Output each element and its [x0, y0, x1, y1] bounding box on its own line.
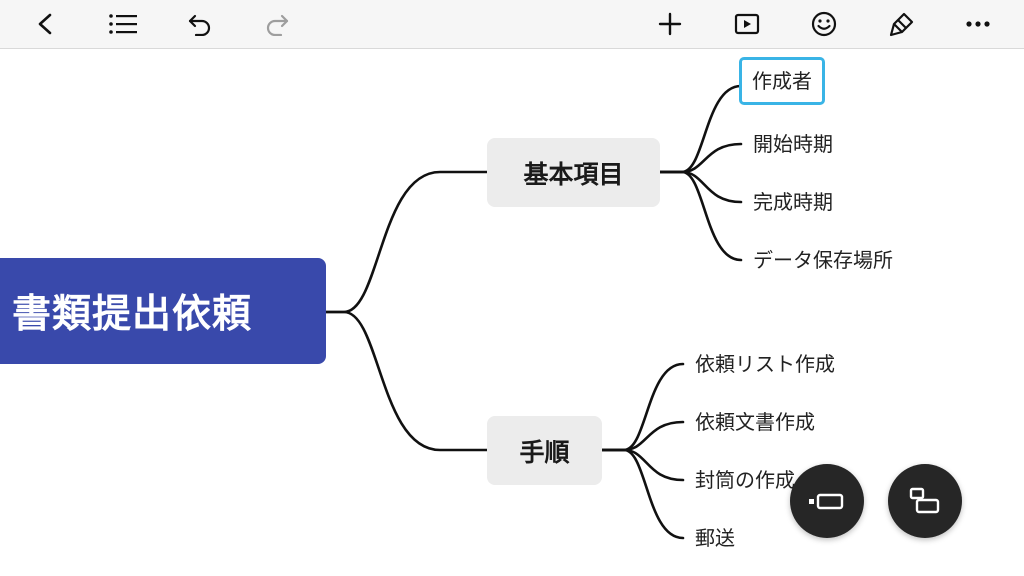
add-child-topic-button[interactable]: [888, 464, 962, 538]
more-icon: [966, 21, 990, 27]
emoji-button[interactable]: [806, 6, 842, 42]
top-toolbar: [0, 0, 1024, 49]
redo-icon: [266, 14, 289, 36]
present-icon: [734, 13, 760, 35]
subtopic-author-selected[interactable]: 作成者: [739, 57, 825, 105]
redo-button[interactable]: [259, 6, 295, 42]
outline-list-icon: [109, 14, 137, 34]
add-sibling-icon: [809, 493, 844, 510]
subtopic-completion-period[interactable]: 完成時期: [753, 190, 833, 214]
style-brush-icon: [889, 12, 914, 37]
outline-button[interactable]: [105, 6, 141, 42]
mindmap-canvas[interactable]: 書類提出依頼 基本項目 手順 作成者 開始時期 完成時期 データ保存場所 依頼リ…: [0, 50, 1024, 576]
add-button[interactable]: [652, 6, 688, 42]
subtopic-data-storage[interactable]: データ保存場所: [753, 248, 893, 272]
undo-button[interactable]: [182, 6, 218, 42]
root-topic[interactable]: 書類提出依頼: [0, 258, 326, 364]
connector-lines: [324, 84, 743, 540]
subtopic-mailing[interactable]: 郵送: [695, 526, 735, 550]
back-button[interactable]: [28, 6, 64, 42]
style-button[interactable]: [884, 6, 920, 42]
emoji-icon: [811, 11, 837, 37]
more-button[interactable]: [960, 6, 996, 42]
add-child-icon: [909, 487, 940, 514]
add-icon: [658, 12, 682, 36]
present-button[interactable]: [729, 6, 765, 42]
back-icon: [38, 13, 52, 35]
subtopic-request-list[interactable]: 依頼リスト作成: [695, 352, 835, 376]
subtopic-envelope[interactable]: 封筒の作成: [695, 468, 795, 492]
undo-icon: [188, 14, 211, 36]
add-sibling-topic-button[interactable]: [790, 464, 864, 538]
subtopic-start-period[interactable]: 開始時期: [753, 132, 833, 156]
branch-topic-procedure[interactable]: 手順: [487, 416, 602, 485]
subtopic-request-document[interactable]: 依頼文書作成: [695, 410, 815, 434]
branch-topic-basic-items[interactable]: 基本項目: [487, 138, 660, 207]
